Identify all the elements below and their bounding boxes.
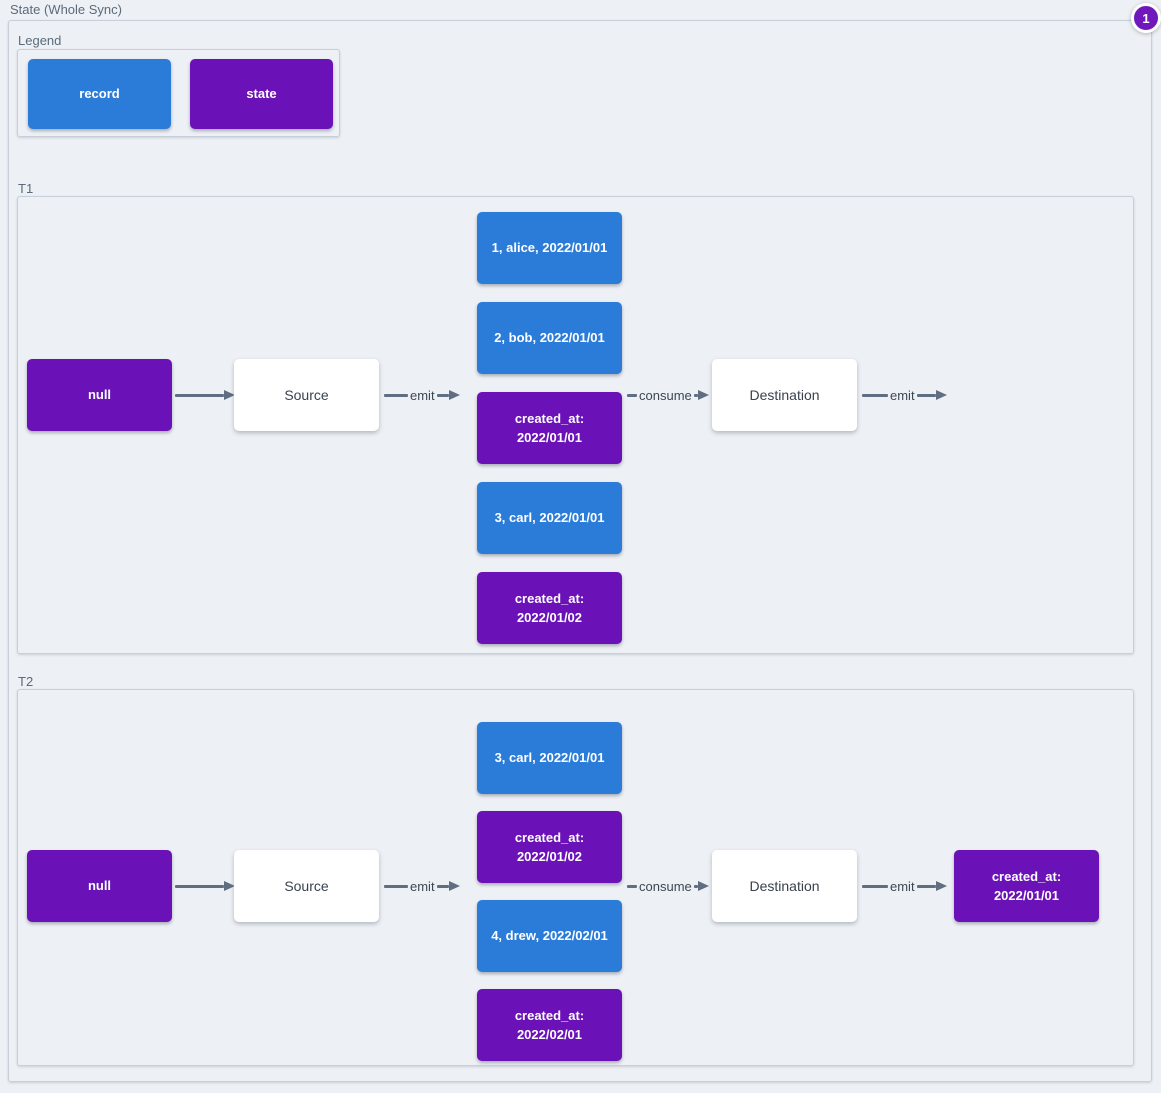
state-node: created_at: 2022/02/01	[477, 989, 622, 1061]
page-number-badge[interactable]: 1	[1131, 3, 1161, 33]
destination-node: Destination	[712, 359, 857, 431]
edge-null-to-source	[175, 389, 235, 401]
record-node: 1, alice, 2022/01/01	[477, 212, 622, 284]
record-node: 4, drew, 2022/02/01	[477, 900, 622, 972]
edge-line	[916, 884, 936, 888]
output-state-node: created_at: 2022/01/01	[954, 850, 1099, 922]
consume-label: consume	[639, 878, 692, 894]
edge-line	[175, 393, 224, 397]
arrowhead-icon	[449, 390, 460, 400]
legend-state-node: state	[190, 59, 333, 129]
record-node: 3, carl, 2022/01/01	[477, 482, 622, 554]
arrowhead-icon	[449, 881, 460, 891]
consume-label: consume	[639, 387, 692, 403]
record-stack: 1, alice, 2022/01/01 2, bob, 2022/01/01 cr…	[477, 212, 622, 644]
record-node: 3, carl, 2022/01/01	[477, 722, 622, 794]
edge-line	[693, 884, 698, 888]
edge-line	[916, 393, 936, 397]
emit-label: emit	[890, 387, 915, 403]
legend-label: Legend	[18, 33, 62, 48]
emit-label: emit	[410, 387, 435, 403]
emit-label: emit	[410, 878, 435, 894]
source-node: Source	[234, 850, 379, 922]
edge-emit-source: emit	[384, 878, 460, 894]
arrowhead-icon	[224, 881, 235, 891]
edge-line	[436, 884, 449, 888]
section-t2-container: null Source emit 3, carl, 2022/01/01 crea…	[17, 689, 1134, 1066]
destination-node: Destination	[712, 850, 857, 922]
arrowhead-icon	[224, 390, 235, 400]
arrowhead-icon	[936, 881, 947, 891]
edge-line	[384, 884, 408, 888]
edge-emit-destination: emit	[862, 387, 947, 403]
state-whole-sync-container: Legend record state T1 null Source emit …	[8, 20, 1152, 1082]
page-title: State (Whole Sync)	[10, 2, 122, 17]
state-node: created_at: 2022/01/02	[477, 811, 622, 883]
section-t1-container: null Source emit 1, alice, 2022/01/01 2, …	[17, 196, 1134, 654]
source-node: Source	[234, 359, 379, 431]
edge-line	[436, 393, 449, 397]
section-t2-label: T2	[18, 674, 34, 689]
record-stack: 3, carl, 2022/01/01 created_at: 2022/01/0…	[477, 722, 622, 1061]
edge-line	[175, 884, 224, 888]
edge-emit-destination: emit	[862, 878, 947, 894]
state-node: created_at: 2022/01/02	[477, 572, 622, 644]
edge-consume: consume	[627, 878, 709, 894]
edge-line	[384, 393, 408, 397]
edge-line	[627, 884, 637, 888]
section-t1-label: T1	[18, 181, 34, 196]
emit-label: emit	[890, 878, 915, 894]
legend-container: record state	[17, 49, 340, 137]
arrowhead-icon	[936, 390, 947, 400]
edge-line	[627, 393, 637, 397]
null-state-node: null	[27, 359, 172, 431]
edge-line	[693, 393, 698, 397]
state-node: created_at: 2022/01/01	[477, 392, 622, 464]
arrowhead-icon	[698, 881, 709, 891]
edge-consume: consume	[627, 387, 709, 403]
legend-record-node: record	[28, 59, 171, 129]
null-state-node: null	[27, 850, 172, 922]
edge-line	[862, 884, 888, 888]
record-node: 2, bob, 2022/01/01	[477, 302, 622, 374]
edge-null-to-source	[175, 880, 235, 892]
edge-emit-source: emit	[384, 387, 460, 403]
arrowhead-icon	[698, 390, 709, 400]
edge-line	[862, 393, 888, 397]
